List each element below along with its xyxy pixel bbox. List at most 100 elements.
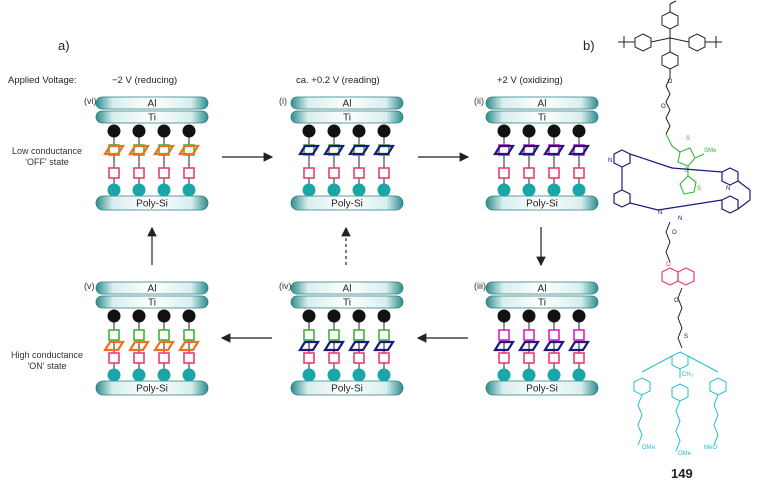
stopper-ball: [572, 309, 586, 323]
oxidizing-voltage-label: +2 V (oxidizing): [497, 75, 563, 86]
cyclophane-ring: [128, 340, 150, 352]
polysi-electrode: [290, 380, 404, 396]
off-state-line2: 'OFF' state: [25, 157, 69, 167]
stopper-group: [618, 0, 722, 135]
dnp-station: [548, 352, 560, 364]
atom-label-O5: O: [674, 298, 679, 304]
anchor-ball: [182, 183, 196, 197]
cyclophane-ring: [348, 144, 370, 156]
anchor-ball: [132, 368, 146, 382]
ti-electrode-label: Ti: [148, 298, 156, 309]
polysi-electrode: [95, 380, 209, 396]
off-state-line1: Low conductance: [11, 146, 83, 156]
stopper-ball: [327, 124, 341, 138]
dnp-station: [328, 167, 340, 179]
polysi-electrode: [485, 380, 599, 396]
ti-electrode-label: Ti: [148, 113, 156, 124]
stopper-ball: [547, 124, 561, 138]
cell-roman-numeral: (v): [84, 281, 95, 291]
atom-label-S4: S: [684, 334, 688, 340]
stopper-ball: [132, 124, 146, 138]
dnp-station: [158, 167, 170, 179]
polysi-electrode: [290, 195, 404, 211]
ttf-station: [573, 329, 585, 341]
anchor-ball: [572, 183, 586, 197]
on-state-line2: 'ON' state: [27, 361, 67, 371]
anchor-ball: [547, 368, 561, 382]
cell-roman-numeral: (vi): [84, 96, 97, 106]
dnp-station: [498, 167, 510, 179]
al-electrode: [290, 96, 404, 110]
dnp-station: [133, 352, 145, 364]
cyclophane-ring: [103, 144, 125, 156]
dnp-station: [183, 352, 195, 364]
anchor-ball: [132, 183, 146, 197]
stopper-ball: [107, 124, 121, 138]
atom-label-N2: N: [658, 210, 662, 216]
anchor-ball: [107, 183, 121, 197]
on-state-label: High conductance 'ON' state: [2, 350, 92, 372]
stopper-ball: [182, 309, 196, 323]
dnp-station: [573, 352, 585, 364]
atom-label-OMe1: OMe: [642, 445, 656, 451]
atom-label-N4: N: [726, 186, 730, 192]
polysi-electrode-label: Poly-Si: [526, 199, 558, 210]
ttf-station: [158, 329, 170, 341]
polysi-electrode: [485, 195, 599, 211]
molecule-149-structure: O O S SMe S S N N N N O O O S: [608, 0, 751, 457]
anchor-ball: [572, 368, 586, 382]
stopper-ball: [302, 309, 316, 323]
cyclophane-ring: [103, 340, 125, 352]
cyclophane-ring: [543, 340, 565, 352]
ttf-station: [353, 329, 365, 341]
cyclophane-ring: [493, 144, 515, 156]
ti-electrode: [290, 110, 404, 124]
stopper-ball: [497, 309, 511, 323]
dnp-station: [353, 352, 365, 364]
reducing-voltage-label: −2 V (reducing): [112, 75, 178, 86]
al-electrode: [485, 281, 599, 295]
dnp-station: [573, 167, 585, 179]
atom-label-O3: O: [672, 230, 677, 236]
naphthalene-unit: [661, 267, 695, 286]
cyclophane-ring: [178, 144, 200, 156]
dnp-station: [303, 352, 315, 364]
ttf-unit: [665, 133, 705, 195]
cyclophane-ring: [373, 144, 395, 156]
stopper-ball: [377, 309, 391, 323]
stopper-ball: [522, 124, 536, 138]
stopper-ball: [522, 309, 536, 323]
cyclophane-ring: [323, 144, 345, 156]
anchor-ball: [522, 368, 536, 382]
dnp-station: [108, 352, 120, 364]
stopper-ball: [302, 124, 316, 138]
cyclophane-ring: [348, 340, 370, 352]
ttf-station: [303, 329, 315, 341]
al-electrode: [95, 281, 209, 295]
anchor-ball: [157, 368, 171, 382]
ti-electrode-label: Ti: [538, 298, 546, 309]
anchor-ball: [107, 368, 121, 382]
cell-roman-numeral: (iii): [474, 281, 486, 291]
cyclophane-ring: [153, 144, 175, 156]
ti-electrode-label: Ti: [343, 113, 351, 124]
chain-2: [665, 221, 671, 263]
polysi-electrode-label: Poly-Si: [526, 384, 558, 395]
stopper-ball: [352, 309, 366, 323]
atom-label-OMe2: OMe: [678, 451, 692, 457]
stopper-ball: [547, 309, 561, 323]
applied-voltage-label: Applied Voltage:: [8, 75, 77, 86]
stopper-ball: [377, 124, 391, 138]
ti-electrode: [95, 295, 209, 309]
al-electrode-label: Al: [538, 284, 547, 295]
cyclophane-ring: [518, 144, 540, 156]
stopper-ball: [497, 124, 511, 138]
dnp-station: [523, 167, 535, 179]
ti-electrode: [290, 295, 404, 309]
cyclophane-ring: [613, 149, 751, 214]
